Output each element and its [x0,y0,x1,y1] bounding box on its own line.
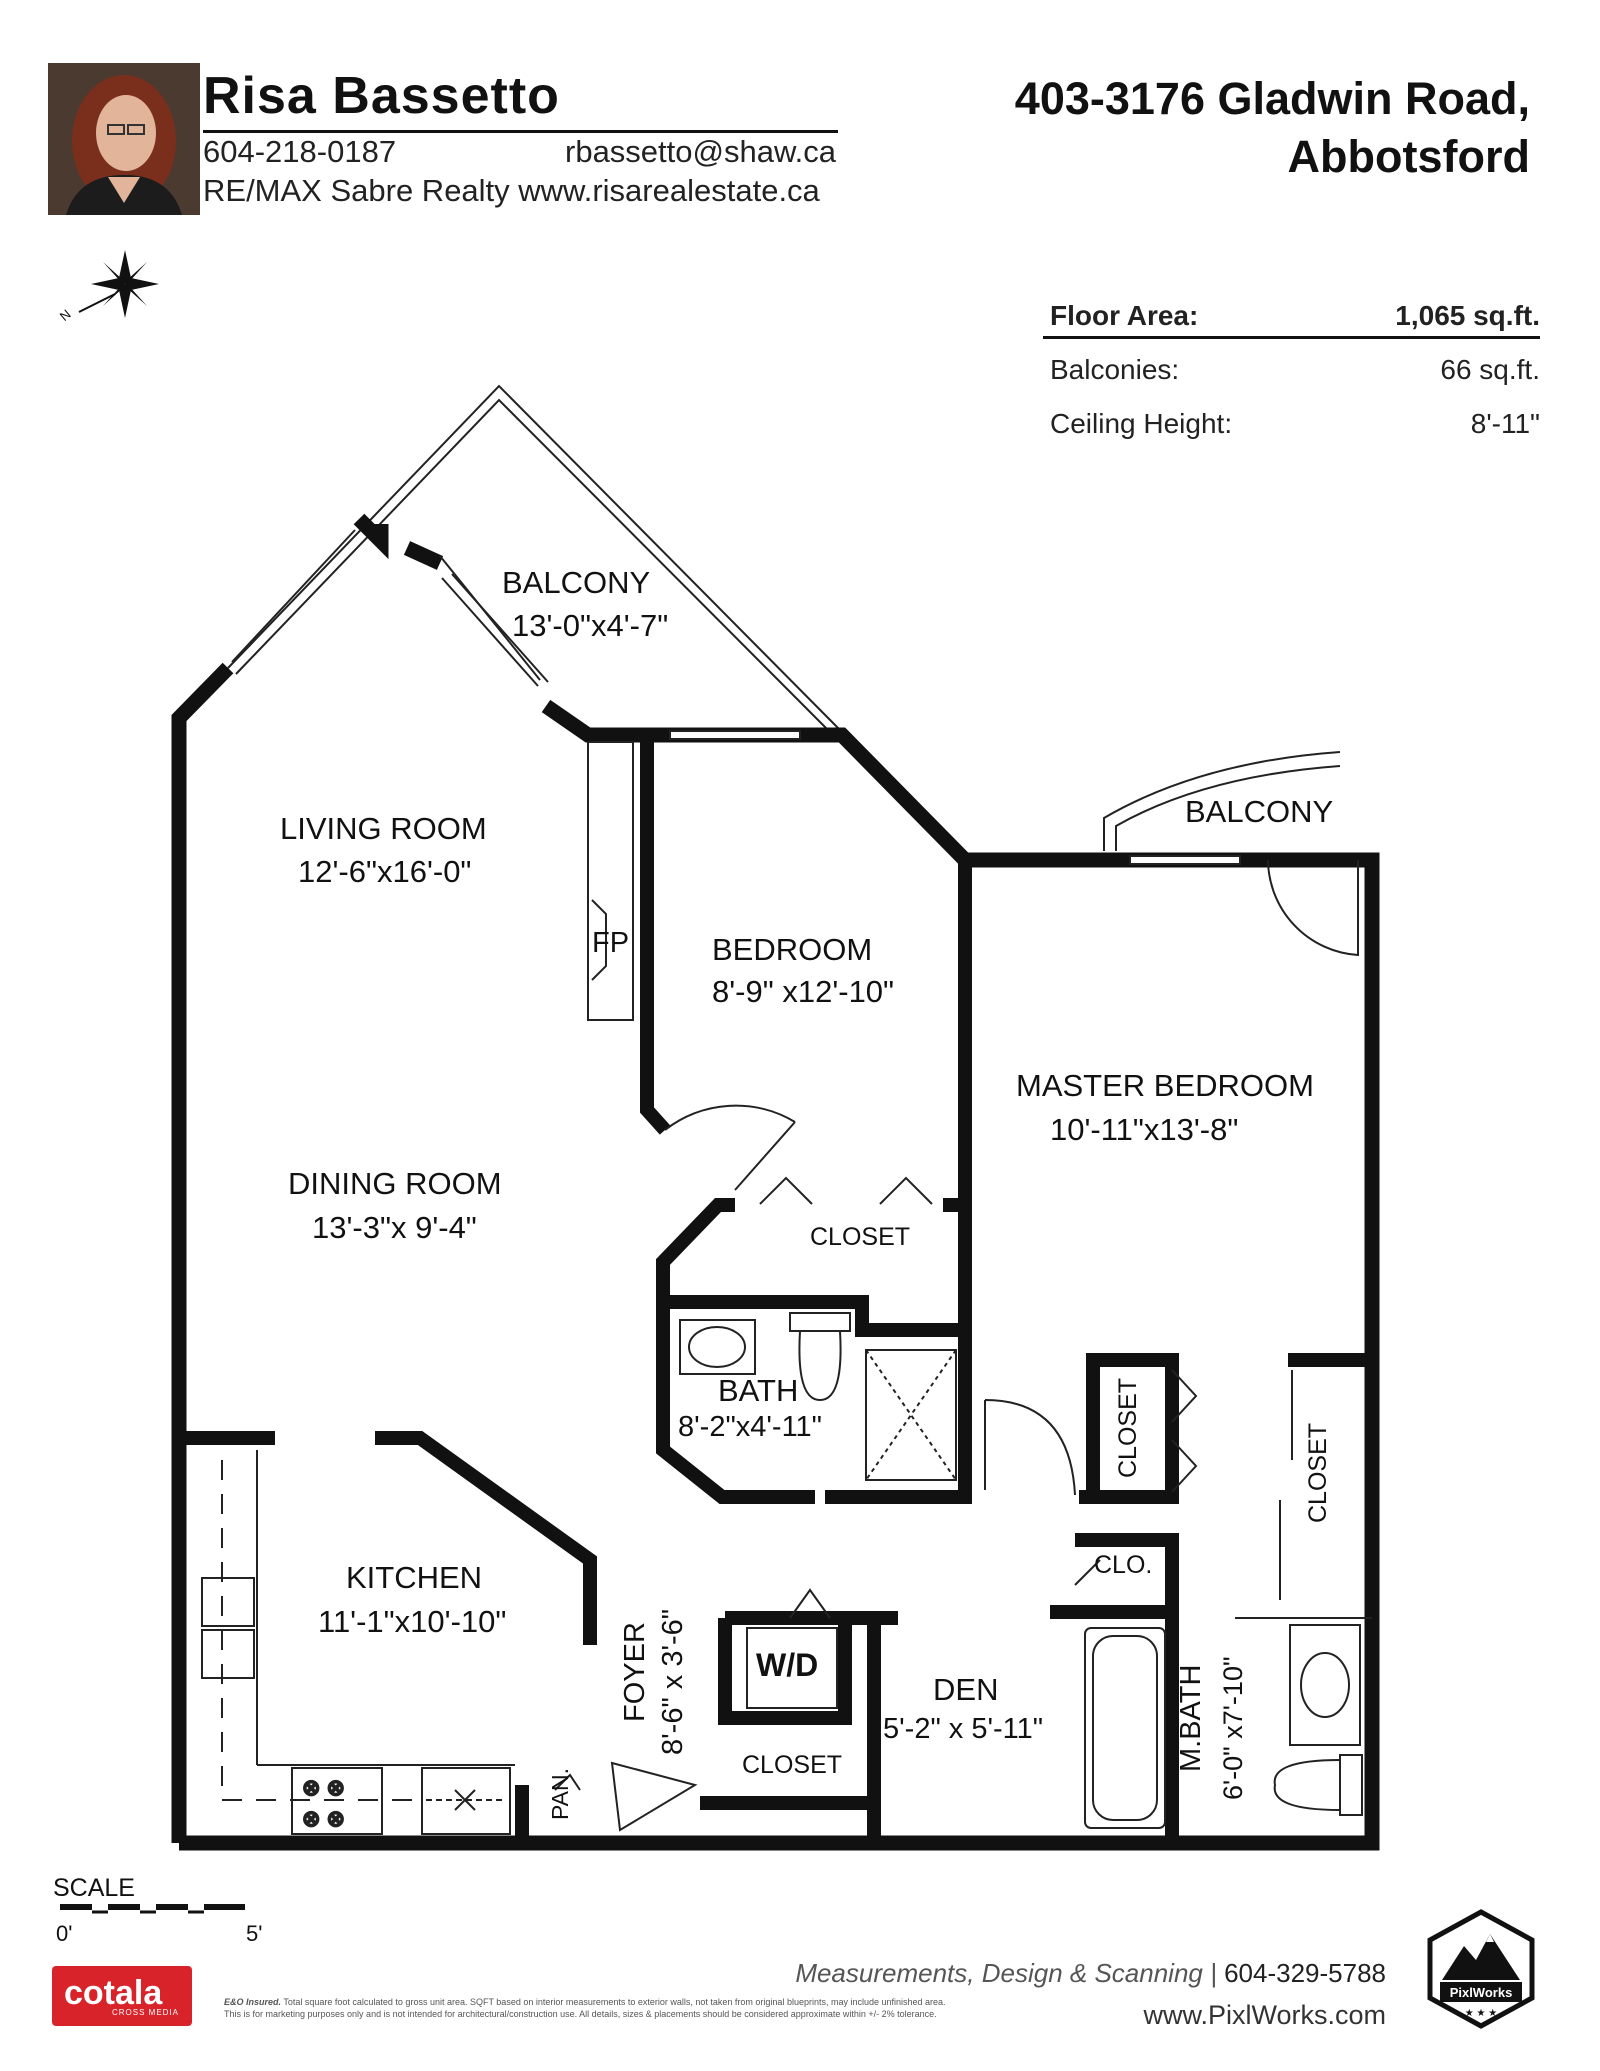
scale-start: 0' [56,1921,73,1946]
area-table-rule [1043,336,1540,339]
area-row-ceiling: Ceiling Height: 8'-11" [1050,408,1540,462]
compass-rose-icon: N [57,250,159,324]
area-value: 1,065 sq.ft. [1395,300,1540,331]
washer-dryer-label: W/D [756,1647,818,1683]
area-label: Balconies: [1050,354,1180,385]
fireplace-label: FP [592,927,629,959]
cotala-logo: cotala CROSS MEDIA [52,1966,192,2026]
sliding-door [441,573,549,687]
area-value: 66 sq.ft. [1440,354,1540,385]
master-bedroom-size: 10'-11"x13'-8" [1050,1112,1238,1147]
balcony-railing-main [227,384,843,735]
scale-end: 5' [246,1921,263,1946]
kitchen-size: 11'-1"x10'-10" [318,1604,506,1639]
footer-credit: Measurements, Design & Scanning | 604-32… [795,1958,1386,1988]
balcony-main-name: BALCONY [502,565,650,600]
master-closet-left-label: CLOSET [1114,1378,1142,1478]
credit-phone[interactable]: 604-329-5788 [1224,1958,1386,1988]
footer-website[interactable]: www.PixlWorks.com [1143,2000,1386,2030]
master-bath-size: 6'-0" x7'-10" [1218,1656,1248,1800]
master-bath-fixtures [1084,1624,1363,1829]
balcony-master-name: BALCONY [1185,794,1333,829]
den-size: 5'-2" x 5'-11" [883,1713,1043,1745]
area-summary-table: Floor Area: 1,065 sq.ft. Balconies: 66 s… [1050,300,1540,462]
bedroom-name: BEDROOM [712,932,872,967]
agent-name: Risa Bassetto [203,67,560,125]
area-row-floor: Floor Area: 1,065 sq.ft. [1050,300,1540,354]
area-label: Floor Area: [1050,300,1199,331]
agent-photo [48,63,200,215]
svg-text:⊗ ⊗: ⊗ ⊗ [302,1806,345,1831]
area-value: 8'-11" [1470,408,1540,439]
address-line-2: Abbotsford [1287,131,1530,182]
svg-text:⊗ ⊗: ⊗ ⊗ [302,1775,345,1800]
master-closet-right-label: CLOSET [1304,1423,1332,1523]
agent-brokerage-website: RE/MAX Sabre Realty www.risarealestate.c… [203,173,820,208]
cotala-wordmark: cotala [64,1974,163,2012]
living-room-name: LIVING ROOM [280,811,487,846]
credit-text: Measurements, Design & Scanning [795,1958,1203,1988]
bath-name: BATH [718,1373,798,1408]
listing-address: 403-3176 Gladwin Road, Abbotsford [1015,70,1530,186]
bedroom-size: 8'-9" x12'-10" [712,974,894,1009]
kitchen-name: KITCHEN [346,1560,482,1595]
fireplace [587,741,634,1021]
agent-email[interactable]: rbassetto@shaw.ca [565,134,836,169]
room-labels: BALCONY 13'-0"x4'-7" BALCONY LIVING ROOM… [280,565,1333,1820]
area-row-balconies: Balconies: 66 sq.ft. [1050,354,1540,408]
agent-divider [203,130,838,133]
disclaimer-lead: E&O Insured. [224,1997,282,2007]
dining-room-name: DINING ROOM [288,1166,502,1201]
master-bedroom-name: MASTER BEDROOM [1016,1068,1314,1103]
scale-bar [60,1904,245,1914]
door-swings [554,859,1359,1832]
master-bath-name: M.BATH [1175,1665,1207,1772]
area-label: Ceiling Height: [1050,408,1233,439]
living-room-size: 12'-6"x16'-0" [298,854,471,889]
bedroom-closet-label: CLOSET [810,1223,910,1251]
footer-disclaimer: E&O Insured. Total square foot calculate… [224,1996,1144,2020]
address-line-1: 403-3176 Gladwin Road, [1014,73,1530,124]
balcony-railing-master [1103,751,1341,851]
dining-room-size: 13'-3"x 9'-4" [312,1210,477,1245]
clo-label: CLO. [1094,1551,1152,1579]
pixlworks-logo: PixlWorks ★ ★ ★ [1427,1909,1535,2029]
svg-text:★ ★ ★: ★ ★ ★ [1465,2008,1497,2019]
agent-phone[interactable]: 604-218-0187 [203,134,397,169]
scale-label: SCALE [53,1874,135,1902]
cotala-subtitle: CROSS MEDIA [112,2008,180,2017]
pantry-label: PAN. [547,1768,573,1820]
foyer-name: FOYER [619,1622,651,1722]
balcony-main-size: 13'-0"x4'-7" [512,608,668,643]
den-name: DEN [933,1672,998,1707]
foyer-size: 8'-6" x 3'-6" [657,1609,689,1755]
washer-dryer-box [746,1627,838,1709]
disclaimer-line-2: This is for marketing purposes only and … [224,2009,937,2019]
interior-walls [179,735,1372,1843]
bath-fixtures [679,1312,957,1481]
foyer-closet-label: CLOSET [742,1751,842,1779]
bath-size: 8'-2"x4'-11" [678,1411,822,1443]
closet-bifold-marks [759,1176,1372,1619]
pixlworks-badge-text: PixlWorks [1450,1985,1513,2000]
disclaimer-line-1: Total square foot calculated to gross un… [283,1997,946,2007]
kitchen-counters: ⊗ ⊗ ⊗ ⊗ [201,1450,515,1835]
